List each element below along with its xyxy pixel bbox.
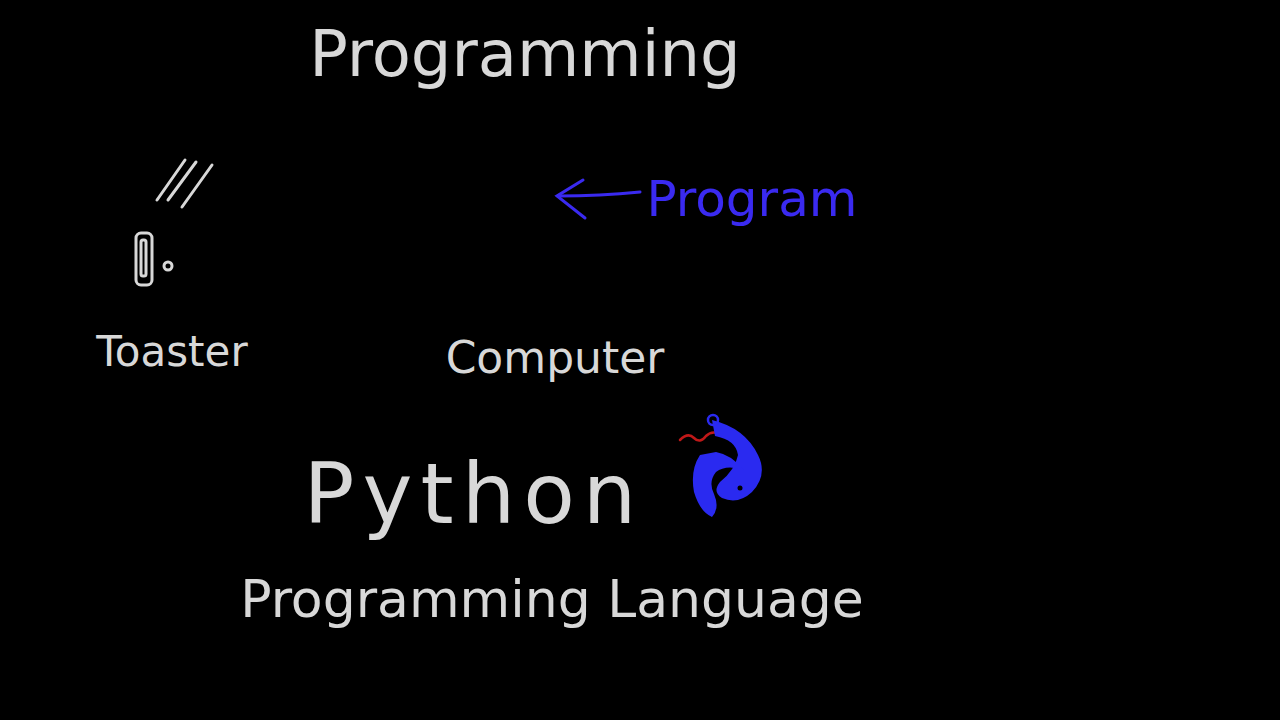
computer-label: Computer: [446, 333, 665, 384]
language-label: Programming Language: [240, 570, 864, 630]
pointer-arrow: [557, 180, 640, 218]
program-label: Program: [647, 171, 858, 229]
toaster-label: Toaster: [96, 328, 247, 376]
title-text: Programming: [309, 18, 740, 92]
python-label: Python: [304, 446, 645, 543]
toaster-icon: [136, 160, 212, 285]
python-logo: [680, 415, 762, 517]
